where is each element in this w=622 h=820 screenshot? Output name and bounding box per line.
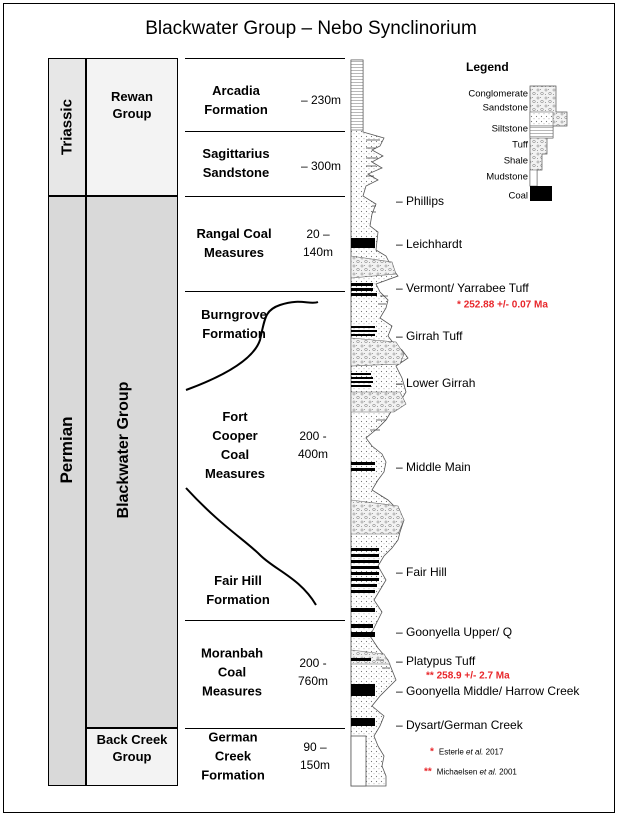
seam-leichhardt: – Leichhardt [396,237,463,251]
seam-platypus-tuff: – Platypus Tuff [396,654,476,668]
legend-tuff: Tuff [512,139,528,151]
arcadia-thickness: – 230m [300,93,342,107]
rewan-group-box [86,58,178,196]
seam-goonyella-middle: – Goonyella Middle/ Harrow Creek [396,684,580,698]
seam-middle-main: – Middle Main [396,460,471,474]
triassic-box [48,58,86,196]
legend-graphic [529,85,568,201]
fort-cooper-thickness: 200 -400m [297,429,329,461]
legend-coal: Coal [508,190,528,202]
formation-boundary [185,196,345,197]
rangal-thickness: 20 –140m [302,227,334,259]
blackwater-group-box [86,196,178,728]
figure-frame [3,3,615,813]
legend-shale: Shale [503,155,528,167]
coal-seams [351,238,379,726]
moranbah-thickness: 200 -760m [297,656,329,688]
permian-box [48,196,86,786]
tuff-markings [366,139,390,669]
figure-title: Blackwater Group – Nebo Synclinorium [145,18,477,39]
seam-dysart: – Dysart/German Creek [396,718,523,732]
reference-esterle: *Esterle et al. 2017 [430,746,504,758]
legend-title: Legend [466,60,509,74]
legend-siltstone: Siltstone [491,123,528,135]
lithology-column [350,59,409,787]
back-creek-group-box [86,728,178,786]
seam-vermont: – Vermont/ Yarrabee Tuff [396,281,529,295]
seam-girrah-tuff: – Girrah Tuff [396,329,463,343]
formation-boundary [185,620,345,621]
legend-sandstone: Sandstone [482,102,528,114]
formation-boundary [185,291,345,292]
age-platypus: ** 258.9 +/- 2.7 Ma [426,670,510,682]
burngrove-fort-cooper-boundary [185,300,319,391]
formation-boundary [185,58,345,59]
legend-mudstone: Mudstone [486,171,528,183]
german-creek-thickness: 90 –150m [299,740,331,772]
seam-lower-girrah: – Lower Girrah [396,376,476,390]
formation-boundary [185,728,345,729]
formation-boundary [185,131,345,132]
age-vermont: * 252.88 +/- 0.07 Ma [457,299,548,311]
legend-conglomerate: Conglomerate [468,88,528,100]
seam-phillips: – Phillips [396,194,445,208]
fort-cooper-fair-hill-boundary [185,487,317,606]
seam-goonyella-upper: – Goonyella Upper/ Q [396,625,513,639]
sagittarius-thickness: – 300m [300,159,342,173]
reference-michaelsen: **Michaelsen et al. 2001 [424,766,517,778]
seam-fair-hill: – Fair Hill [396,565,447,579]
